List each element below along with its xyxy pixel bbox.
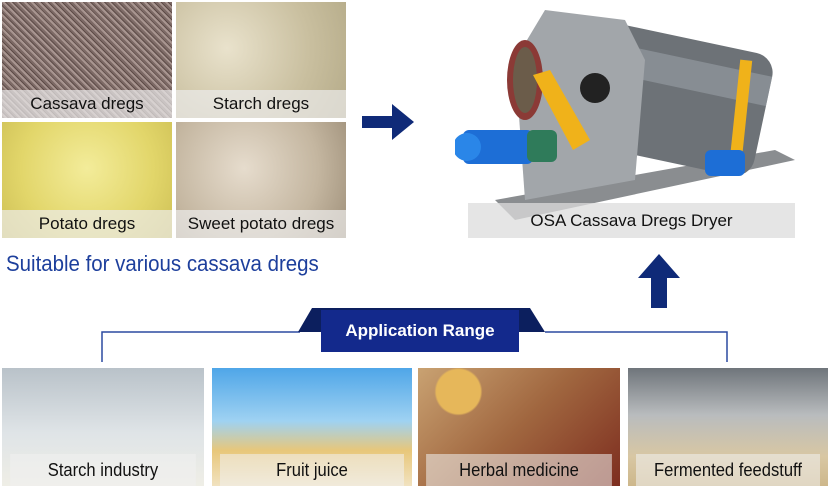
dryer-illustration xyxy=(455,10,795,220)
material-starch-dregs: Starch dregs xyxy=(176,2,346,118)
application-range-banner: Application Range xyxy=(321,310,519,352)
material-cassava-dregs: Cassava dregs xyxy=(2,2,172,118)
machine-label: OSA Cassava Dregs Dryer xyxy=(468,203,795,238)
material-sweet-potato-dregs: Sweet potato dregs xyxy=(176,122,346,238)
application-label: Fermented feedstuff xyxy=(636,454,820,486)
application-label: Herbal medicine xyxy=(426,454,612,486)
machine-image: OSA Cassava Dregs Dryer xyxy=(455,0,805,240)
application-label: Starch industry xyxy=(10,454,196,486)
application-fruit-juice: Fruit juice xyxy=(212,368,412,486)
application-herbal-medicine: Herbal medicine xyxy=(418,368,620,486)
tagline: Suitable for various cassava dregs xyxy=(6,251,319,276)
material-label: Potato dregs xyxy=(2,210,172,238)
material-label: Sweet potato dregs xyxy=(176,210,346,238)
material-label: Cassava dregs xyxy=(2,90,172,118)
application-starch-industry: Starch industry xyxy=(2,368,204,486)
material-potato-dregs: Potato dregs xyxy=(2,122,172,238)
application-label: Fruit juice xyxy=(220,454,404,486)
material-label: Starch dregs xyxy=(176,90,346,118)
arrow-up-icon xyxy=(638,254,680,308)
arrow-right-icon xyxy=(362,104,414,140)
application-fermented-feedstuff: Fermented feedstuff xyxy=(628,368,828,486)
